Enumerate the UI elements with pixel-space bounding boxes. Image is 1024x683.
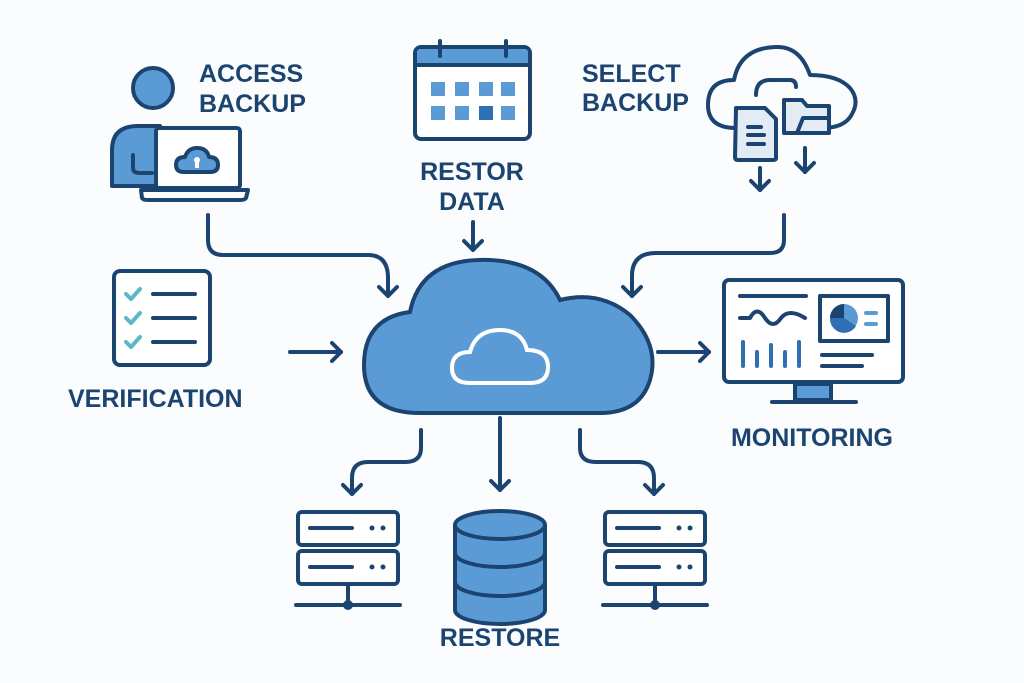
select-backup-label-line1: SELECT bbox=[582, 60, 681, 88]
access-backup-label-line2: BACKUP bbox=[199, 90, 306, 118]
arrow-restor-to-cloud bbox=[462, 220, 484, 252]
access-backup-label-line1: ACCESS bbox=[199, 60, 303, 88]
restor-data-label-line1: RESTOR bbox=[420, 158, 524, 186]
cloud-files-icon bbox=[706, 44, 858, 192]
arrow-verification-to-cloud bbox=[288, 341, 343, 363]
restor-data-label-line2: DATA bbox=[439, 188, 505, 216]
main-cloud-icon bbox=[361, 257, 655, 415]
connector-cloud-to-database bbox=[489, 416, 511, 492]
verification-label: VERIFICATION bbox=[68, 385, 243, 413]
checklist-icon bbox=[112, 269, 212, 367]
restore-label: RESTORE bbox=[440, 624, 560, 652]
connector-cloud-to-left-server bbox=[341, 428, 423, 496]
calendar-icon bbox=[413, 39, 532, 141]
select-backup-label-line2: BACKUP bbox=[582, 89, 689, 117]
server-icon-right bbox=[601, 510, 709, 610]
monitor-dashboard-icon bbox=[722, 278, 905, 404]
monitoring-label: MONITORING bbox=[731, 424, 893, 452]
arrow-cloud-to-monitoring bbox=[656, 341, 711, 363]
server-icon-left bbox=[294, 510, 402, 610]
connector-access-to-cloud bbox=[206, 213, 399, 298]
user-laptop-icon bbox=[110, 66, 250, 202]
connector-select-to-cloud bbox=[621, 213, 786, 298]
database-icon bbox=[453, 509, 547, 626]
connector-cloud-to-right-server bbox=[578, 428, 665, 496]
